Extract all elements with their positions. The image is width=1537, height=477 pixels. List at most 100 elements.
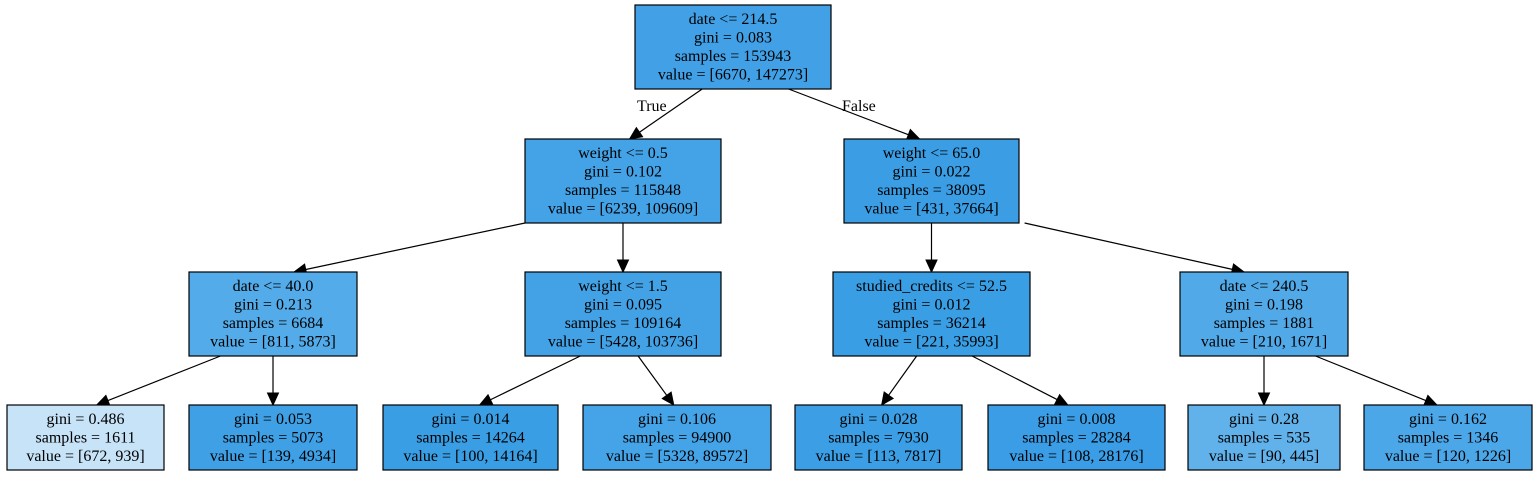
node-samples-text: samples = 1346 [1398,429,1499,446]
arrowhead-icon [628,126,644,140]
arrowhead-icon [478,393,494,406]
node-value-text: value = [431, 37664] [864,201,998,218]
node-samples-text: samples = 1611 [36,429,136,446]
node-gini-text: gini = 0.486 [47,411,125,428]
node-value-text: value = [210, 1671] [1201,334,1327,351]
node-value-text: value = [113, 7817] [816,448,942,465]
arrowhead-icon [266,392,280,407]
edge-n5-n12 [971,355,1069,406]
node-samples-text: samples = 6684 [223,315,324,332]
node-samples-text: samples = 14264 [416,429,525,446]
node-box [188,271,358,357]
node-samples-text: samples = 94900 [623,429,732,446]
node-samples-text: samples = 28284 [1022,429,1131,446]
node-gini-text: gini = 0.28 [1229,411,1299,428]
node-gini-text: gini = 0.022 [893,164,971,181]
node-value-text: value = [5328, 89572] [606,448,748,465]
node-value-text: value = [5428, 103736] [548,334,698,351]
edge-line [639,88,703,133]
edge-line [305,222,526,271]
node-samples-text: samples = 7930 [828,429,929,446]
arrowhead-icon [661,391,675,406]
node-gini-text: gini = 0.102 [584,164,662,181]
node-value-text: value = [108, 28176] [1009,448,1143,465]
arrowhead-icon [925,259,938,274]
node-samples-text: samples = 1881 [1214,315,1315,332]
node-box [1363,404,1533,471]
node-box [832,271,1031,357]
edge-line [637,355,668,396]
arrowhead-icon [1257,392,1271,407]
edge-line [971,355,1058,401]
node-box [188,404,358,471]
edge-n3-n8 [266,356,280,407]
node-value-text: value = [811, 5873] [210,334,336,351]
edge-n2-n5 [925,223,938,274]
tree-node-n5: studied_credits <= 52.5 gini = 0.012sampl… [832,271,1031,357]
node-split-condition: date <= 214.5 [689,11,778,28]
node-gini-text: gini = 0.106 [638,411,716,428]
node-box [987,404,1166,471]
node-value-text: value = [90, 445] [1209,448,1319,465]
node-value-text: value = [6670, 147273] [658,67,808,84]
edge-line [107,355,221,402]
node-samples-text: samples = 36214 [877,315,986,332]
arrowhead-icon [1053,393,1069,406]
node-box [794,404,963,471]
node-box [582,404,772,471]
arrowhead-icon [616,259,630,274]
edge-n4-n9 [478,355,581,406]
node-split-condition: date <= 40.0 [233,278,314,295]
node-gini-text: gini = 0.028 [840,411,918,428]
edge-n6-n14 [1315,355,1439,407]
node-split-condition: weight <= 0.5 [578,145,668,162]
edge-root-n2: False [788,88,921,141]
arrowhead-icon [95,394,111,407]
node-gini-text: gini = 0.083 [694,30,772,47]
node-split-condition: date <= 240.5 [1220,278,1309,295]
node-box [6,404,165,471]
node-box [634,4,832,90]
node-value-text: value = [120, 1226] [1385,448,1511,465]
edge-root-n1: True [628,88,703,140]
node-samples-text: samples = 38095 [877,182,986,199]
arrowhead-icon [905,128,921,141]
edge-n5-n11 [880,355,918,406]
edge-line [788,88,909,136]
node-value-text: value = [6239, 109609] [548,201,698,218]
node-split-condition: weight <= 1.5 [578,278,668,295]
node-value-text: value = [100, 14164] [403,448,537,465]
node-gini-text: gini = 0.162 [1409,411,1487,428]
node-box [524,271,722,357]
node-gini-text: gini = 0.198 [1225,297,1303,314]
node-box [524,138,722,224]
node-value-text: value = [221, 35993] [864,334,998,351]
node-box [843,138,1020,224]
edge-line [1024,222,1233,270]
node-box [1187,404,1341,471]
edge-n6-n13 [1257,356,1271,407]
edge-line [1315,355,1427,402]
edge-label-true: True [637,98,667,115]
node-gini-text: gini = 0.095 [584,297,662,314]
node-split-condition: studied_credits <= 52.5 [856,278,1007,295]
node-gini-text: gini = 0.012 [893,297,971,314]
node-samples-text: samples = 153943 [675,48,792,65]
node-samples-text: samples = 109164 [565,315,682,332]
edge-label-false: False [842,98,876,115]
edge-n2-n6 [1024,222,1246,276]
node-value-text: value = [139, 4934] [210,448,336,465]
arrowhead-icon [880,391,895,406]
edge-line [490,355,581,401]
